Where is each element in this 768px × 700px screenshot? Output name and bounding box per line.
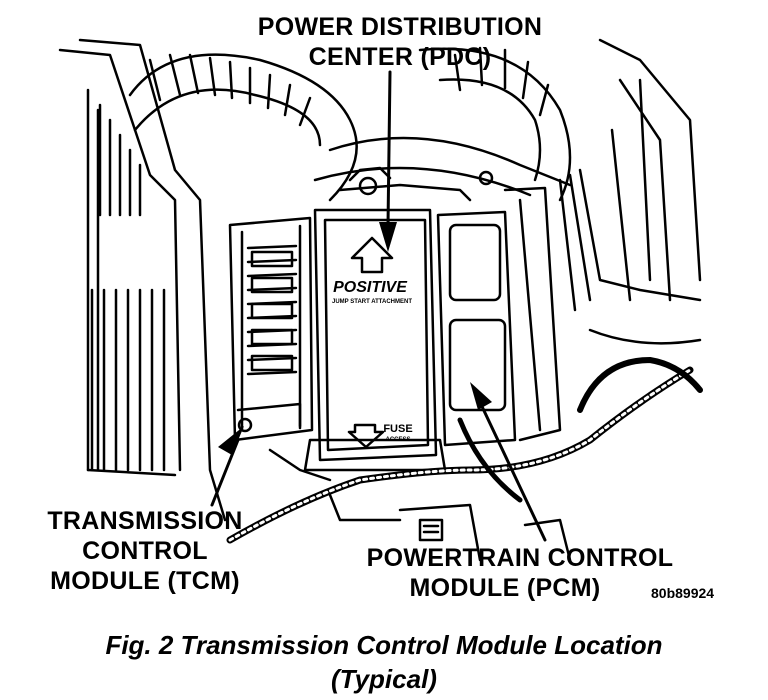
image-code: 80b89924 [651,585,715,601]
pdc-label-line2: CENTER (PDC) [308,43,492,71]
pcm-label-line2: MODULE (PCM) [409,574,601,602]
pdc-jump-start-text: JUMP START ATTACHMENT [332,299,412,305]
tcm-label-line3: MODULE (TCM) [50,567,240,595]
pcm-label: POWERTRAIN CONTROL MODULE (PCM) [345,543,695,603]
pdc-label: POWER DISTRIBUTION CENTER (PDC) [230,12,570,72]
engine-bay-line-drawing: POSITIVE JUMP START ATTACHMENT FUSE ACCE… [58,38,703,562]
tcm-label: TRANSMISSION CONTROL MODULE (TCM) [20,506,270,596]
tcm-label-line1: TRANSMISSION [47,507,243,535]
pdc-label-line1: POWER DISTRIBUTION [257,13,543,41]
pdc-positive-text: POSITIVE [333,279,408,296]
pcm-label-line1: POWERTRAIN CONTROL [366,544,674,572]
caption-line2: (Typical) [331,664,437,694]
caption-line1: Fig. 2 Transmission Control Module Locat… [105,630,663,660]
pdc-fuse-access-text: ACCESS [385,437,410,443]
pdc-fuse-text: FUSE [383,423,412,435]
tcm-label-line2: CONTROL [82,537,208,565]
figure-caption: Fig. 2 Transmission Control Module Locat… [0,628,768,696]
